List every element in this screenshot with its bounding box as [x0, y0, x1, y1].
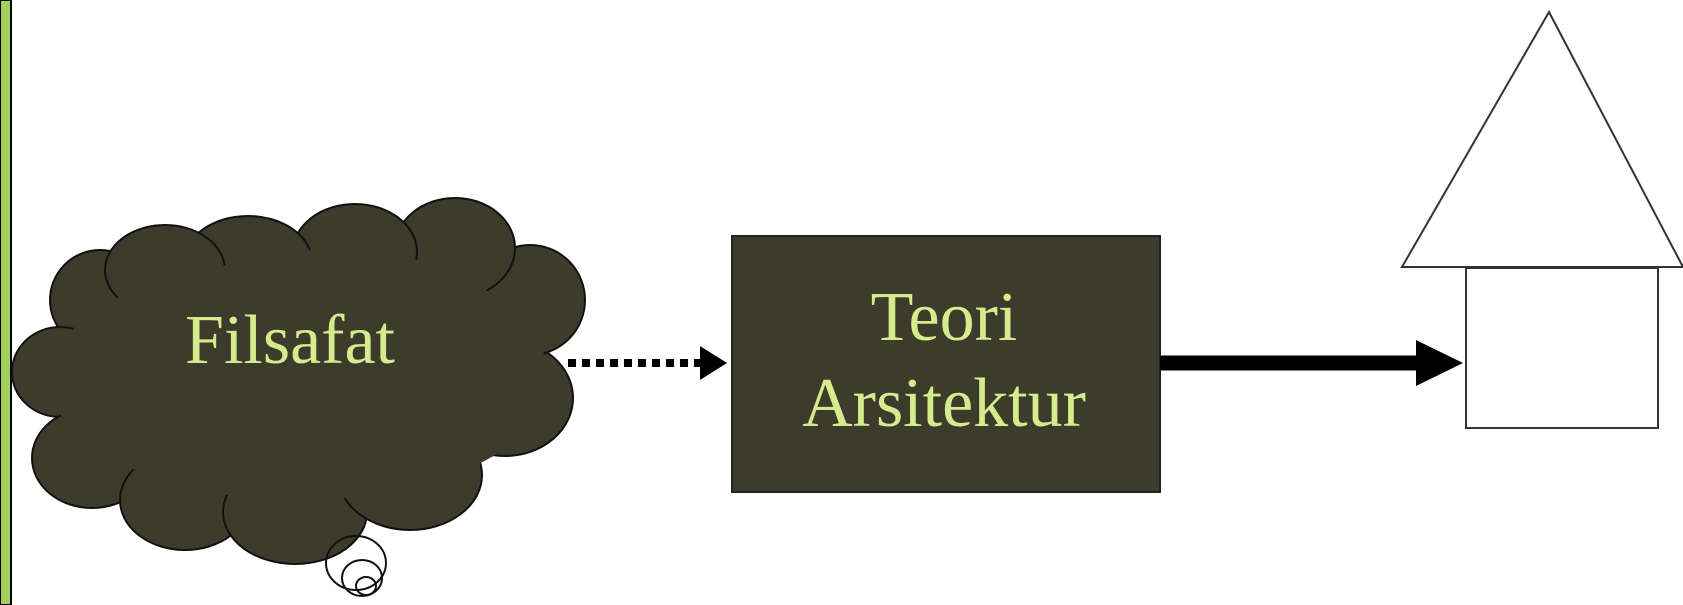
dotted-arrow — [568, 346, 727, 380]
box-label-line-2: Arsitektur — [802, 365, 1086, 442]
theory-box — [731, 235, 1161, 493]
box-label-line-1: Teori — [870, 279, 1018, 356]
box-label: Teori Arsitektur — [730, 275, 1158, 447]
solid-arrow — [1160, 340, 1463, 386]
house-icon — [1400, 9, 1683, 429]
left-accent-bar — [0, 0, 12, 605]
thought-cloud-icon — [11, 197, 586, 597]
cloud-label: Filsafat — [185, 302, 395, 379]
